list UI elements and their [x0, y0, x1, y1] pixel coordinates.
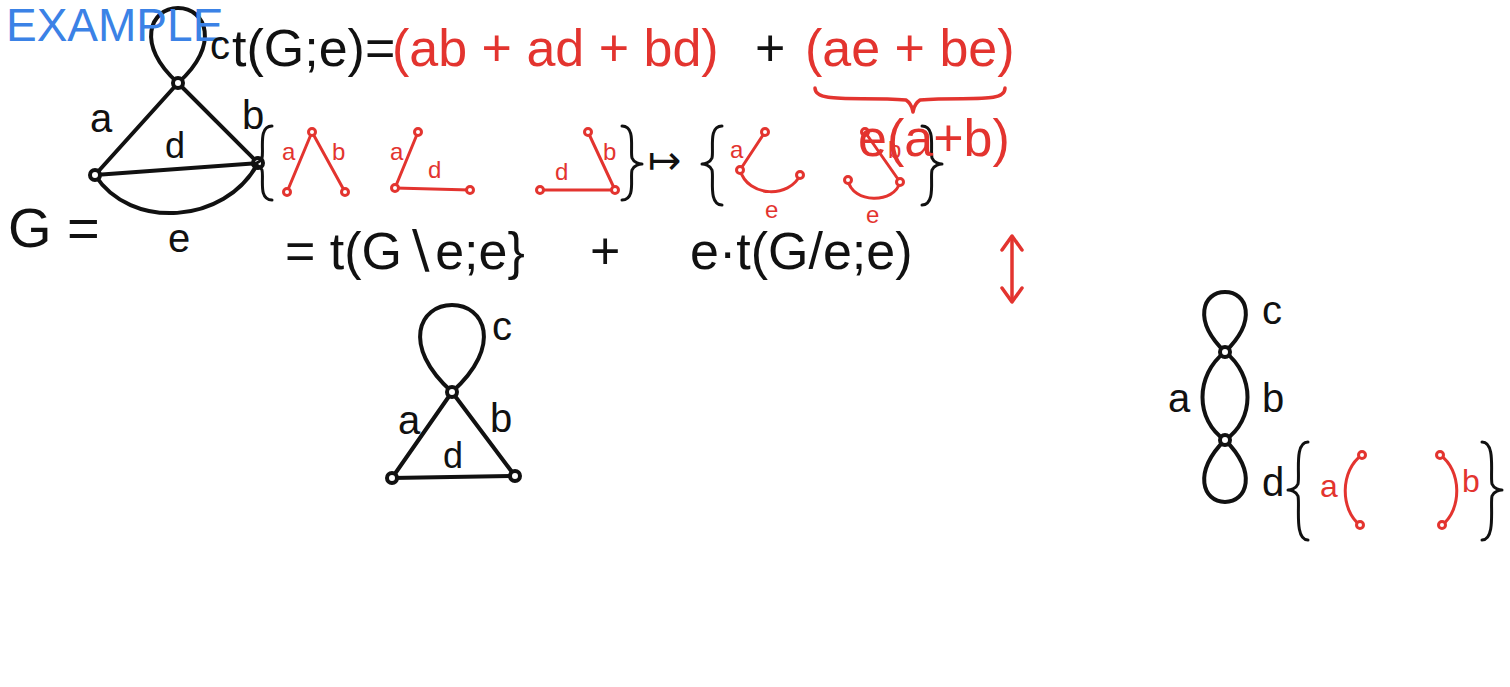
contraction-trees — [1288, 442, 1502, 540]
formula-term: (ae + be) — [805, 22, 1015, 74]
graph-edge — [95, 163, 258, 175]
edge-label: a — [282, 140, 295, 164]
brace — [702, 126, 722, 205]
brace — [622, 126, 642, 200]
spanning-trees — [284, 129, 904, 199]
formula: + — [590, 225, 620, 277]
maps-to-symbol: ↦ — [648, 140, 682, 180]
edge-label: d — [443, 438, 463, 474]
edge-label: c — [492, 306, 512, 346]
edge-label: d — [1262, 462, 1284, 502]
graph-contraction — [1203, 292, 1248, 502]
edge-label: b — [490, 398, 512, 438]
formula: t(G;e)= — [232, 22, 395, 74]
edge-label: e — [168, 218, 190, 258]
title: EXAMPLE — [6, 2, 223, 48]
edge-label: e — [765, 198, 778, 222]
formula: = t(G∖e;e} — [285, 225, 525, 277]
edge-label: b — [603, 140, 616, 164]
edge-label: b — [332, 140, 345, 164]
edge-label: a — [390, 140, 403, 164]
edge-label: c — [1262, 290, 1282, 330]
edge-label: d — [555, 160, 568, 184]
edge-label: d — [165, 128, 185, 164]
edge-label: b — [888, 138, 901, 162]
edge-label: c — [210, 25, 230, 65]
formula-term: (ab + ad + bd) — [392, 22, 719, 74]
edge-label: a — [1320, 470, 1338, 502]
formula: e·t(G/e;e) — [690, 225, 913, 277]
brace — [252, 126, 272, 200]
edge-label: d — [428, 158, 441, 182]
graph-name: G = — [8, 200, 100, 256]
edge-label: a — [1168, 378, 1190, 418]
edge-label: b — [1262, 378, 1284, 418]
set-braces — [252, 126, 942, 205]
edge-label: b — [242, 95, 264, 135]
graph-edge — [95, 163, 258, 213]
edge-label: e — [866, 203, 879, 227]
underbrace — [815, 88, 1005, 112]
edge-label: a — [90, 98, 112, 138]
correspondence-arrow — [1002, 236, 1022, 302]
formula-term: e(a+b) — [858, 112, 1010, 164]
graph-deletion — [387, 305, 520, 483]
edge-label: b — [1462, 465, 1480, 497]
vertex — [173, 78, 183, 88]
edge-label: a — [730, 138, 743, 162]
formula: + — [755, 22, 785, 74]
vertex — [90, 170, 100, 180]
edge-label: a — [398, 400, 420, 440]
